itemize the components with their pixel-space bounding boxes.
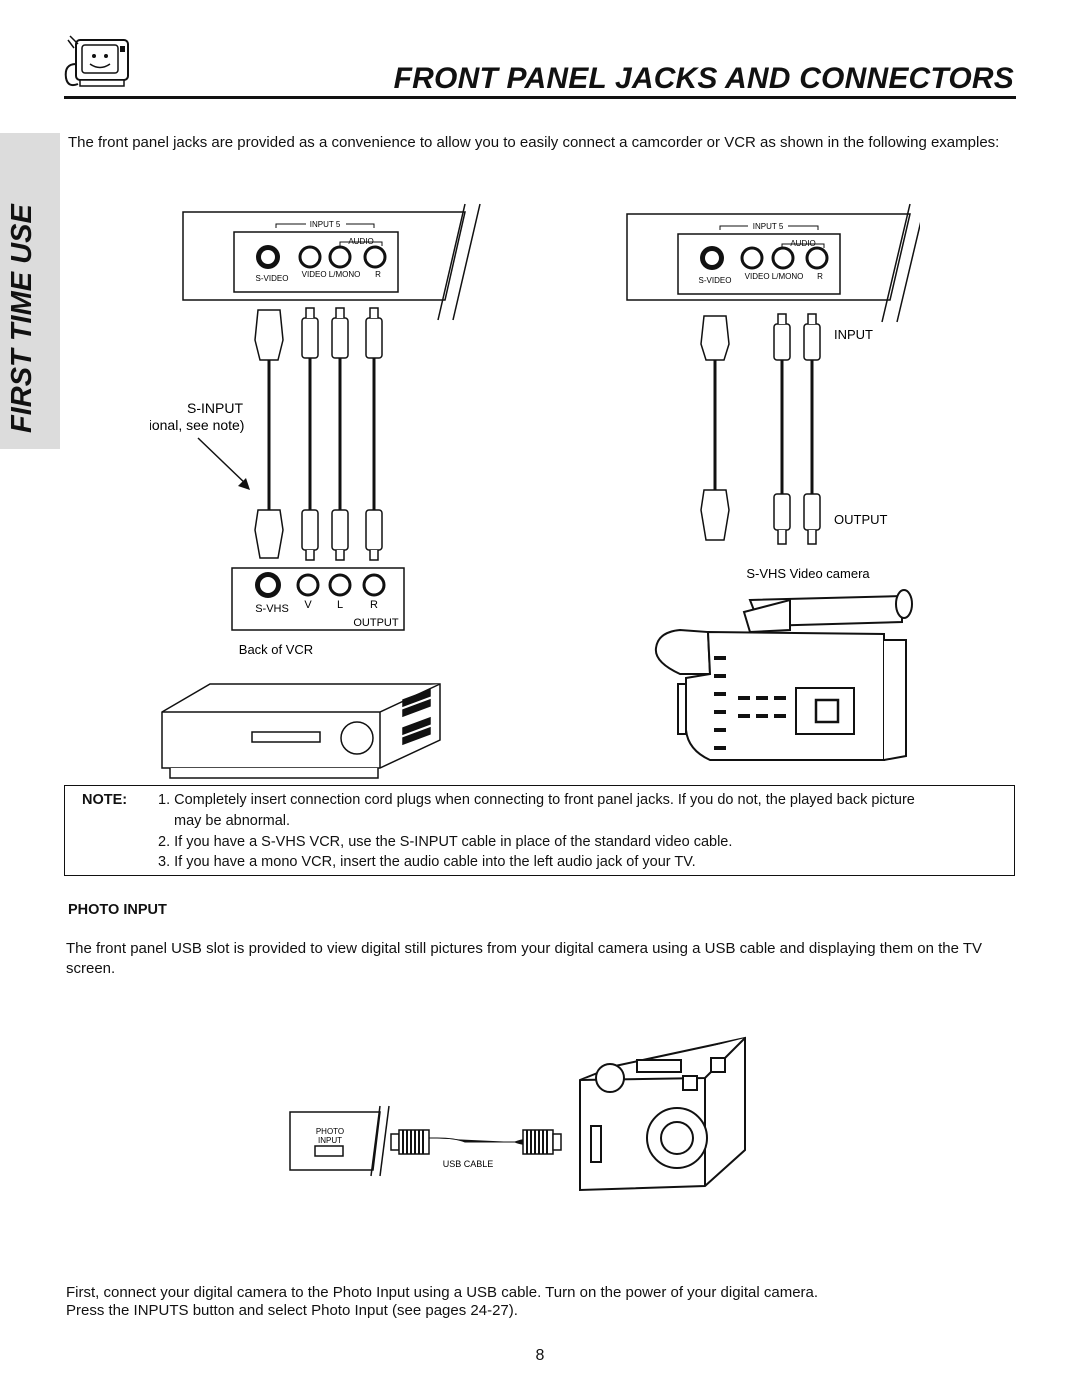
note-item-2-text: If you have a S-VHS VCR, use the S-INPUT… [174,834,733,850]
camera-input-label: INPUT [834,327,873,342]
camera-panel-r-label: R [817,272,823,281]
usb-cable [390,1129,562,1155]
camera-cables [700,313,821,545]
vcr-svhs-label: S-VHS [255,603,289,615]
photo-input-panel [289,1105,390,1177]
vcr-r-label: R [370,599,378,611]
vcr-connection-diagram: INPUT 5 AUDIO S-VIDEO VIDEO L/MONO R S-I… [150,203,481,779]
camera-output-label: OUTPUT [834,512,888,527]
page-number: 8 [535,1347,545,1364]
vcr-panel-video-lmono-label: VIDEO L/MONO [302,270,361,279]
vcr-unit-illustration [161,683,441,779]
vcr-l-label: L [337,599,343,611]
section-tab-label: FIRST TIME USE [6,204,38,433]
usb-cable-label: USB CABLE [443,1159,494,1169]
photo-input-paragraph: The front panel USB slot is provided to … [66,940,983,977]
pointer-arrow-icon [197,437,249,487]
camera-name-label: S-VHS Video camera [746,566,870,581]
camera-panel-group-label: INPUT 5 [753,222,784,231]
note-item-1-num: 1. [158,792,171,808]
title-rule [64,96,1016,99]
note-item-2: 2. If you have a S-VHS VCR, use the S-IN… [158,832,732,853]
note-item-2-num: 2. [158,834,171,850]
camcorder-illustration [654,589,913,761]
back-of-vcr-label: Back of VCR [239,642,313,657]
photo-input-heading: PHOTO INPUT [68,902,167,918]
photo-panel-label-2: INPUT [318,1136,342,1145]
note-box: NOTE: 1. Completely insert connection co… [64,785,1015,876]
section-tab: FIRST TIME USE [0,133,60,449]
note-item-3: 3. If you have a mono VCR, insert the au… [158,852,696,873]
vcr-panel-audio-label: AUDIO [348,237,373,246]
vcr-panel-r-label: R [375,270,381,279]
note-label: NOTE: [82,792,128,808]
intro-paragraph: The front panel jacks are provided as a … [68,134,1000,151]
note-item-1-cont: may be abnormal. [174,813,291,829]
digital-camera-illustration [579,1036,746,1192]
tv-mascot-icon [64,35,129,87]
note-item-1: 1. Completely insert connection cord plu… [158,790,1008,811]
optional-note-label: (Optional, see note) [150,417,244,433]
vcr-v-label: V [304,599,312,611]
note-item-3-num: 3. [158,854,171,870]
audio-right-jack-icon [363,245,387,269]
audio-left-jack-icon [328,245,352,269]
vcr-output-label: OUTPUT [353,617,399,629]
camera-panel-svideo-label: S-VIDEO [699,276,732,285]
camera-panel-audio-label: AUDIO [790,239,815,248]
page-title: FRONT PANEL JACKS AND CONNECTORS [393,62,1014,95]
s-input-label: S-INPUT [187,400,243,416]
note-item-1-text: Completely insert connection cord plugs … [174,792,915,808]
video-jack-icon [298,245,322,269]
usb-connection-diagram: PHOTO INPUT USB CABLE [289,1036,746,1192]
photo-panel-label-1: PHOTO [316,1127,344,1136]
vcr-panel-group-label: INPUT 5 [310,220,341,229]
camera-panel-video-lmono-label: VIDEO L/MONO [745,272,804,281]
video-audio-cables [301,307,383,561]
note-item-3-text: If you have a mono VCR, insert the audio… [174,854,696,870]
camcorder-connection-diagram: INPUT 5 AUDIO S-VIDEO VIDEO L/MONO R INP… [626,203,920,761]
footer-line-2: Press the INPUTS button and select Photo… [66,1302,518,1319]
vcr-panel-svideo-label: S-VIDEO [256,274,289,283]
footer-line-1: First, connect your digital camera to th… [66,1284,819,1301]
s-video-cable [254,309,284,559]
